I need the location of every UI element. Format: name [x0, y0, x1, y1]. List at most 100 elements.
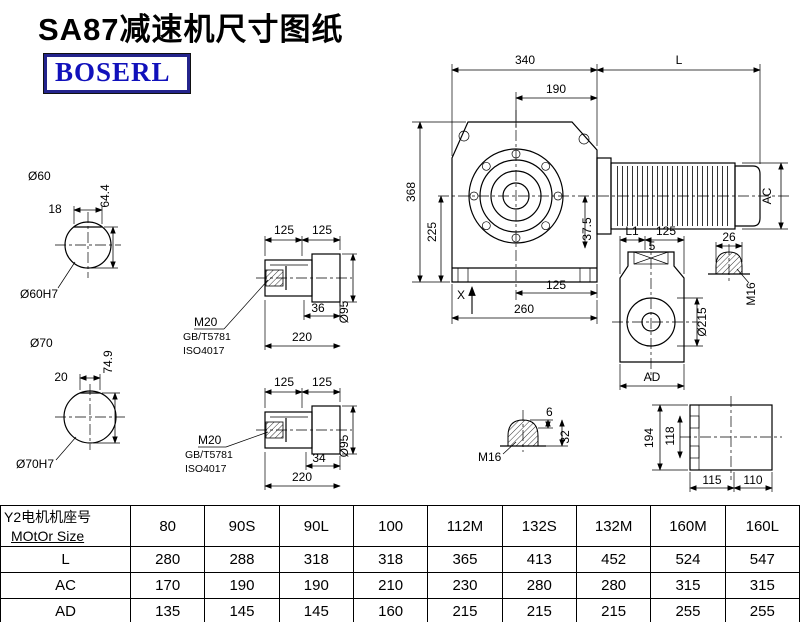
table-cell: 413	[501, 546, 577, 573]
thread-label-upper: M20	[194, 315, 218, 329]
x-marker: X	[457, 288, 465, 302]
shaft-side-view-lower: 125 125 34 220 Ø95 M20 GB/T5781 ISO4017	[185, 375, 357, 490]
dim-center-height-225: 225	[425, 222, 439, 242]
mounting-face-view: 194 118 115 110	[642, 396, 782, 492]
motor-size-table: Y2电机机座号 MOtOr Size 80 90S 90L 100 112M 1…	[0, 505, 800, 622]
dim-flange-dia-215: Ø215	[695, 307, 709, 337]
dim-motor-AC: AC	[760, 187, 774, 204]
dim-length-lower: 220	[292, 470, 312, 484]
std1-label-upper: GB/T5781	[183, 331, 231, 343]
dim-key-height-60: 64.4	[98, 184, 112, 208]
table-cell: 280	[129, 546, 206, 573]
table-cell: 280	[501, 572, 577, 599]
main-front-view: 340 L 190 368 225 37.5 125 260 X A	[404, 53, 792, 324]
table-cell: 452	[575, 546, 652, 573]
table-header-motor-size: Y2电机机座号 MOtOr Size	[0, 505, 131, 547]
table-cell: 135	[129, 598, 206, 622]
column-header: 90L	[278, 505, 354, 547]
dim-length-upper: 220	[292, 330, 312, 344]
table-row-AD: AD 135 145 145 160 215 215 215 255 255	[0, 598, 800, 622]
key-detail-lower: 6 32 M16	[478, 405, 572, 464]
dim-32: 32	[558, 430, 572, 444]
dim-seg2-lower: 125	[312, 375, 332, 389]
table-cell: 280	[575, 572, 652, 599]
dim-base-260: 260	[514, 302, 534, 316]
table-cell: 190	[204, 572, 280, 599]
dim-seg1-upper: 125	[274, 223, 294, 237]
std1-label-lower: GB/T5781	[185, 449, 233, 461]
table-cell: 318	[278, 546, 354, 573]
table-cell: 288	[204, 546, 280, 573]
dim-seg1-lower: 125	[274, 375, 294, 389]
table-cell: 524	[650, 546, 726, 573]
key-detail-upper: 6 26 M16	[708, 230, 758, 306]
dim-flange-offset-190: 190	[546, 82, 566, 96]
dim-dia-60: Ø60	[28, 169, 51, 183]
dim-foot-span-125: 125	[546, 278, 566, 292]
column-header: 112M	[427, 505, 503, 547]
side-view: L1 125 5 Ø215 AD	[612, 224, 709, 390]
thread-M16-upper: M16	[744, 282, 758, 306]
dim-width-340: 340	[515, 53, 535, 67]
dim-bore-70: Ø70H7	[16, 457, 54, 471]
brand-text: BOSERL	[55, 57, 171, 87]
brand-logo: BOSERL	[43, 53, 191, 94]
dim-key-width-60: 18	[48, 202, 62, 216]
header-line1: Y2电机机座号	[4, 508, 92, 525]
column-header: 132M	[575, 505, 652, 547]
dim-foot-37-5: 37.5	[580, 217, 594, 241]
dim-motor-length-L: L	[676, 53, 683, 67]
dim-height-368: 368	[404, 182, 418, 202]
table-cell: 315	[650, 572, 726, 599]
table-cell: 210	[352, 572, 429, 599]
column-header: 100	[352, 505, 429, 547]
dim-seg2-upper: 125	[312, 223, 332, 237]
dim-bore-60: Ø60H7	[20, 287, 58, 301]
table-cell: 365	[427, 546, 503, 573]
column-header: 160M	[650, 505, 726, 547]
dim-5: 5	[649, 239, 656, 253]
dim-118: 118	[663, 426, 677, 445]
table-cell: 215	[427, 598, 503, 622]
table-cell: 230	[427, 572, 503, 599]
dim-key-height-70: 74.9	[101, 350, 115, 374]
dim-110: 110	[743, 473, 762, 487]
table-cell: 215	[501, 598, 577, 622]
column-header: 80	[129, 505, 206, 547]
thread-label-lower: M20	[198, 433, 222, 447]
table-cell: 547	[724, 546, 800, 573]
dim-194: 194	[642, 428, 656, 448]
table-header-row: Y2电机机座号 MOtOr Size 80 90S 90L 100 112M 1…	[0, 505, 800, 547]
dim-115: 115	[702, 473, 721, 487]
table-cell: 145	[278, 598, 354, 622]
column-header: 160L	[724, 505, 800, 547]
row-label: AD	[0, 598, 131, 622]
dim-keylen-lower: 34	[312, 451, 326, 465]
row-label: L	[0, 546, 131, 573]
dim-dia-lower: Ø95	[337, 434, 351, 457]
dim-L1: L1	[625, 224, 639, 238]
technical-drawing: 18 64.4 Ø60 Ø60H7 20 74.9 Ø70 Ø70H7	[16, 53, 792, 492]
table-cell: 255	[650, 598, 726, 622]
table-cell: 160	[352, 598, 429, 622]
table-row-AC: AC 170 190 190 210 230 280 280 315 315	[0, 572, 800, 599]
header-line2: MOtOr Size	[11, 527, 85, 544]
column-header: 90S	[204, 505, 280, 547]
std2-label-lower: ISO4017	[185, 463, 227, 475]
dim-dia-70: Ø70	[30, 336, 53, 350]
dim-125-side: 125	[656, 224, 676, 238]
table-cell: 215	[575, 598, 652, 622]
table-cell: 190	[278, 572, 354, 599]
std2-label-upper: ISO4017	[183, 345, 225, 357]
shaft-side-view-upper: 125 125 36 220 Ø95 M20 GB/T5781 ISO4017	[183, 223, 357, 357]
shaft-end-view-60: 18 64.4 Ø60 Ø60H7	[20, 169, 121, 301]
dim-AD: AD	[644, 370, 661, 384]
dim-dia-upper: Ø95	[337, 300, 351, 323]
dim-6: 6	[546, 405, 553, 419]
table-cell: 145	[204, 598, 280, 622]
table-cell: 255	[724, 598, 800, 622]
table-cell: 170	[129, 572, 206, 599]
dim-key-width-70: 20	[54, 370, 68, 384]
table-cell: 318	[352, 546, 429, 573]
